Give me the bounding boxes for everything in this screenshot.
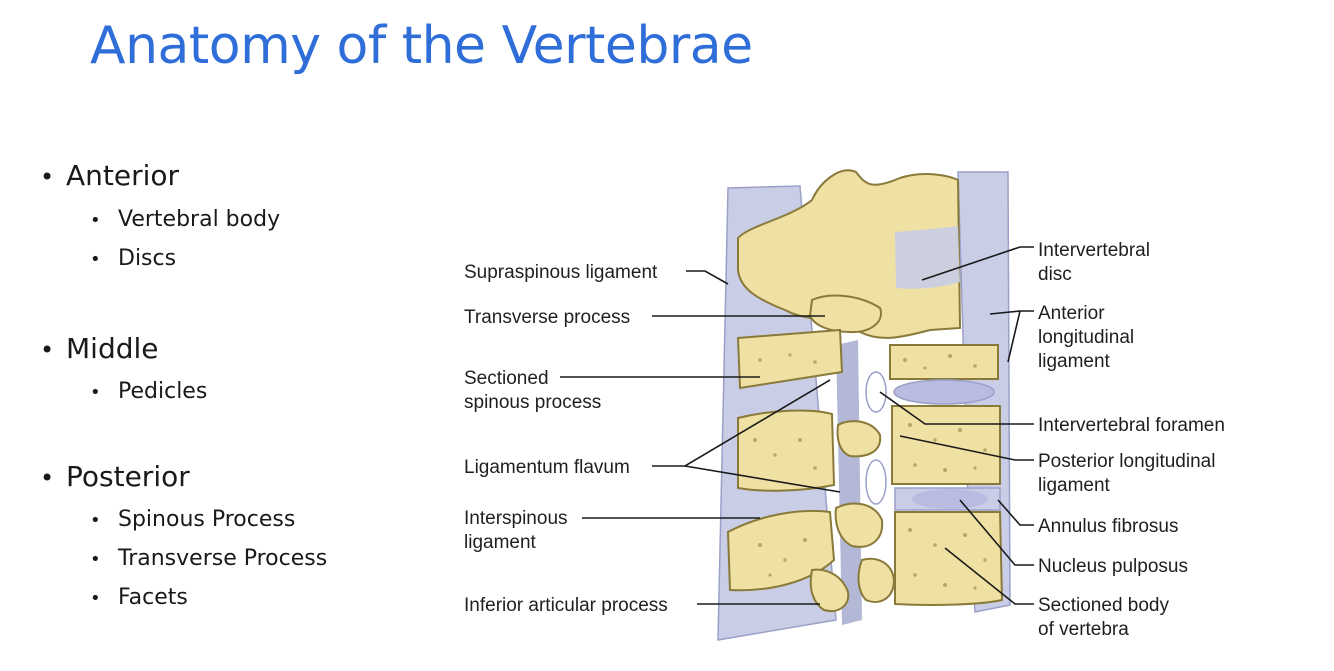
bullet-list: • Anterior • Vertebral body • Discs • Middle… xyxy=(40,0,420,671)
foramen-upper xyxy=(865,371,887,413)
label-anterior-ligament-line3: ligament xyxy=(1038,351,1111,372)
spinous-slab-middle xyxy=(737,409,836,492)
label-intervertebral-foramen: Intervertebral foramen xyxy=(1038,415,1225,436)
foramen-lower xyxy=(865,459,887,505)
bullet-dot: • xyxy=(40,464,55,492)
list-item: • Discs xyxy=(90,240,280,279)
anterior-items: • Vertebral body • Discs xyxy=(90,201,280,279)
list-item: • Transverse Process xyxy=(90,540,327,579)
bullet-dot: • xyxy=(90,210,101,231)
upper-vertebra xyxy=(737,169,962,339)
pedicle-lower xyxy=(834,502,884,548)
label-anterior-ligament-line1: Anterior xyxy=(1038,303,1105,324)
sectioned-spinous-slab xyxy=(736,328,844,390)
lower-vertebral-body xyxy=(894,511,1004,606)
label-intervertebral-disc-line1: Intervertebral xyxy=(1038,240,1150,261)
item-text: Facets xyxy=(118,585,188,610)
pedicle-bottom xyxy=(857,557,896,603)
left-labels: Supraspinous ligament Transverse process… xyxy=(464,262,668,616)
label-posterior-ligament-line2: ligament xyxy=(1038,475,1111,496)
trabecular-texture xyxy=(753,353,987,590)
bullet-dot: • xyxy=(90,549,101,570)
item-text: Discs xyxy=(118,246,177,271)
bullet-dot: • xyxy=(40,336,55,364)
middle-disc-nucleus xyxy=(893,379,995,405)
leader-lines xyxy=(560,246,1034,605)
bullet-dot: • xyxy=(90,249,101,270)
bullet-dot: • xyxy=(90,510,101,531)
label-inferior-articular-process: Inferior articular process xyxy=(464,595,668,616)
transverse-process xyxy=(808,294,882,334)
interspinous-ligament xyxy=(836,340,862,625)
label-sectioned-spinous-line2: spinous process xyxy=(464,392,601,413)
section-title: Anterior xyxy=(66,159,180,192)
spinous-slab-lower xyxy=(726,509,836,592)
middle-items: • Pedicles xyxy=(90,373,207,412)
item-text: Transverse Process xyxy=(118,546,328,571)
label-sectioned-body-line2: of vertebra xyxy=(1038,619,1129,640)
lower-disc-nucleus xyxy=(912,489,988,509)
label-sectioned-spinous-line1: Sectioned xyxy=(464,368,549,389)
section-middle: • Middle xyxy=(40,331,159,368)
item-text: Spinous Process xyxy=(118,507,296,532)
label-transverse-process: Transverse process xyxy=(464,307,630,328)
list-item: • Spinous Process xyxy=(90,501,327,540)
list-item: • Pedicles xyxy=(90,373,207,412)
list-item: • Facets xyxy=(90,579,327,618)
section-title: Posterior xyxy=(66,460,190,493)
section-anterior: • Anterior xyxy=(40,158,179,195)
label-ligamentum-flavum: Ligamentum flavum xyxy=(464,457,630,478)
bullet-dot: • xyxy=(90,588,101,609)
label-interspinous-line2: ligament xyxy=(464,532,537,553)
bullet-dot: • xyxy=(40,163,55,191)
inferior-articular-bone xyxy=(809,568,850,612)
middle-vertebral-body xyxy=(889,344,999,380)
section-title: Middle xyxy=(66,332,159,365)
label-annulus-fibrosus: Annulus fibrosus xyxy=(1038,516,1178,537)
posterior-items: • Spinous Process • Transverse Process • Fa… xyxy=(90,501,327,618)
spine-illustration xyxy=(717,169,1011,641)
item-text: Pedicles xyxy=(118,379,208,404)
label-anterior-ligament-line2: longitudinal xyxy=(1038,327,1134,348)
label-sectioned-body-line1: Sectioned body xyxy=(1038,595,1169,616)
slide-title: Anatomy of the Vertebrae xyxy=(90,16,753,76)
label-supraspinous-ligament: Supraspinous ligament xyxy=(464,262,658,283)
label-nucleus-pulposus: Nucleus pulposus xyxy=(1038,556,1188,577)
section-posterior: • Posterior xyxy=(40,459,190,496)
pedicle-middle xyxy=(836,420,882,458)
label-intervertebral-disc-line2: disc xyxy=(1038,264,1072,285)
label-interspinous-line1: Interspinous xyxy=(464,508,568,529)
label-posterior-ligament-line1: Posterior longitudinal xyxy=(1038,451,1215,472)
item-text: Vertebral body xyxy=(118,207,281,232)
upper-disc xyxy=(895,226,960,289)
list-item: • Vertebral body xyxy=(90,201,280,240)
bullet-dot: • xyxy=(90,382,101,403)
right-labels: Intervertebral disc Anterior longitudina… xyxy=(1038,240,1225,640)
